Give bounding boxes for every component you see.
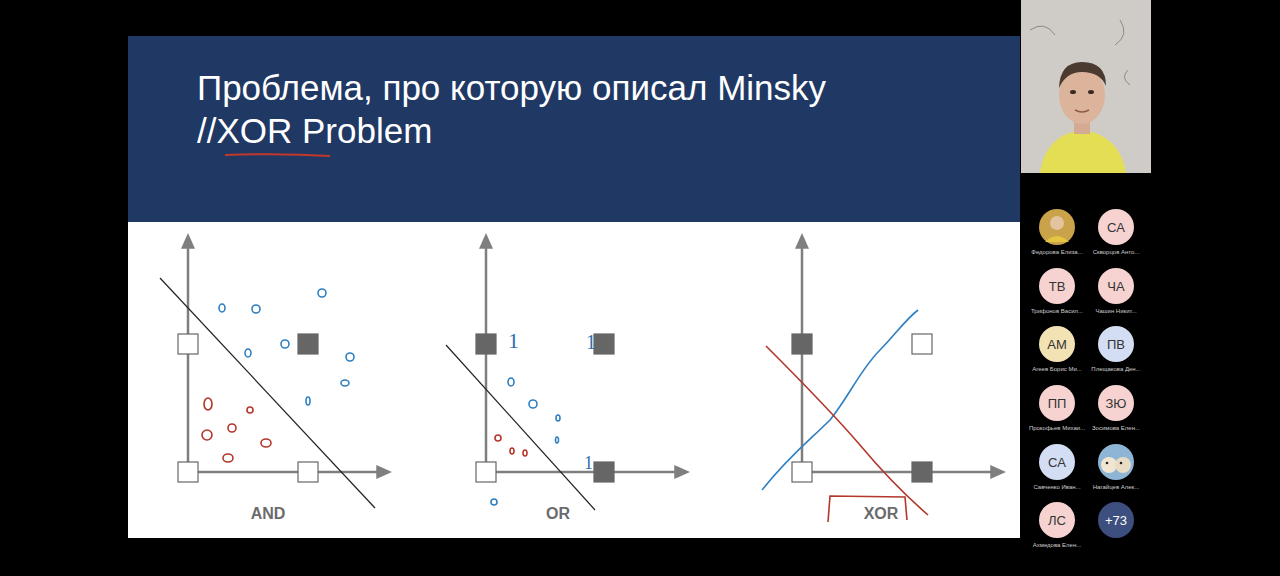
photo-avatar (1098, 444, 1134, 480)
photo-avatar (1039, 209, 1075, 245)
webcam-frame (1021, 0, 1151, 173)
avatar-initials: ЧА (1107, 279, 1124, 294)
handwritten-mark: 1 (584, 453, 593, 474)
handwritten-mark: 1 (586, 331, 596, 354)
participant-avatar: АМАгеев Борис Ми... (1039, 326, 1075, 362)
participant-avatar: ПППрокофьев Михаи... (1039, 385, 1075, 421)
axes (188, 240, 999, 472)
avatar-initials: ПП (1048, 396, 1067, 411)
participant-avatar: ЧАЧашин Никит... (1098, 268, 1134, 304)
blue-scribbles (219, 289, 918, 505)
avatar-initials: АМ (1047, 337, 1067, 352)
participant-name: Ахмедова Елен... (1033, 542, 1081, 548)
red-scribbles (202, 346, 928, 522)
avatar-initials: СА (1107, 220, 1125, 235)
header-band (128, 36, 1020, 222)
participant-avatar: ПВПлещакова Ден... (1098, 326, 1134, 362)
point-squares (178, 334, 932, 482)
avatar-initials: ПВ (1107, 337, 1125, 352)
participant-avatar: ТВТрифонов Васил... (1039, 268, 1075, 304)
participant-name: Савченко Иван... (1033, 484, 1080, 490)
avatar-initials: ТВ (1049, 279, 1066, 294)
participant-avatar: +73 (1098, 502, 1134, 538)
avatar-initials: СА (1048, 455, 1066, 470)
participant-avatar: ЛСАхмедова Елен... (1039, 502, 1075, 538)
plot-caption: OR (546, 505, 570, 523)
participant-avatar: САСкворцов Анто... (1098, 209, 1134, 245)
participant-name: Федорова Елиза... (1031, 249, 1082, 255)
participant-avatar: САСавченко Иван... (1039, 444, 1075, 480)
avatar-initials: +73 (1105, 513, 1127, 528)
separating-lines (160, 278, 595, 510)
plot-caption: XOR (864, 505, 899, 523)
plot-caption: AND (251, 505, 286, 523)
webcam-person (1030, 20, 1130, 173)
participant-avatar: ЗЮЗосимова Елен... (1098, 385, 1134, 421)
handwritten-mark: 1 (508, 328, 519, 354)
participant-name: Зосимова Елен... (1092, 425, 1140, 431)
slide-title: Проблема, про которую описал Minsky //XO… (197, 66, 917, 152)
participant-name: Скворцов Анто... (1093, 249, 1140, 255)
participant-name: Нагайцев Алек... (1093, 484, 1139, 490)
underline-mark (225, 154, 330, 156)
participant-name: Чашин Никит... (1095, 308, 1136, 314)
slide-body (128, 222, 1020, 538)
participant-name: Агеев Борис Ми... (1032, 366, 1082, 372)
participant-name: Прокофьев Михаи... (1029, 425, 1085, 431)
avatar-initials: ЛС (1048, 513, 1066, 528)
avatar-initials: ЗЮ (1106, 396, 1127, 411)
participant-name: Плещакова Ден... (1091, 366, 1140, 372)
participant-name: Трифонов Васил... (1031, 308, 1083, 314)
